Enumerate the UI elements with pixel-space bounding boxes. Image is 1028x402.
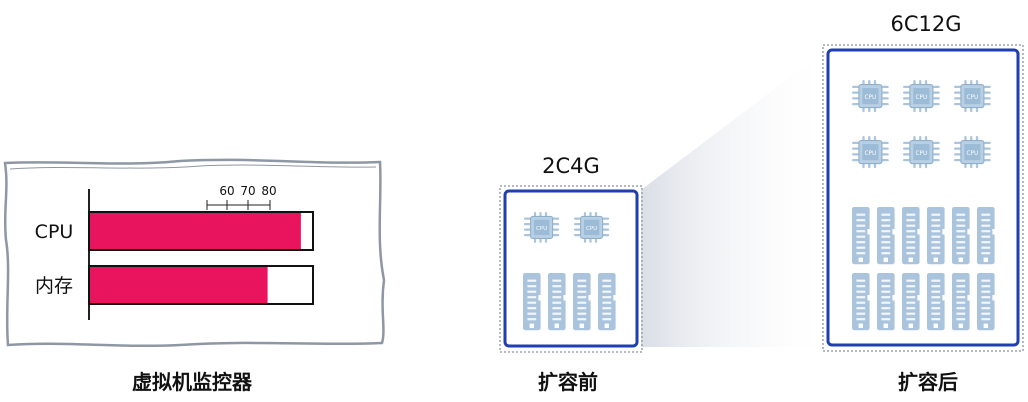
cpu-chip-icon: CPU bbox=[953, 135, 992, 169]
memory-stick-icon bbox=[902, 207, 922, 265]
expansion-beam bbox=[641, 50, 826, 347]
memory-stick-icon bbox=[877, 273, 897, 331]
cpu-chip-text: CPU bbox=[536, 226, 547, 232]
cpu-chip-icon: CPU bbox=[523, 211, 560, 244]
monitor-caption: 虚拟机监控器 bbox=[132, 370, 253, 394]
memory-stick-icon bbox=[523, 273, 543, 331]
cpu-chip-text: CPU bbox=[865, 151, 877, 157]
monitor-panel: 60 70 80 CPU 内存 bbox=[3, 158, 386, 348]
monitor-frame bbox=[3, 158, 386, 348]
usage-bar-fill bbox=[90, 213, 301, 249]
memory-stick-icon bbox=[902, 273, 922, 331]
memory-stick-icon bbox=[927, 207, 947, 265]
memory-stick-icon bbox=[977, 273, 997, 331]
memory-stick-icon bbox=[573, 273, 593, 331]
cpu-chip-icon: CPU bbox=[953, 79, 992, 113]
cpu-chip-text: CPU bbox=[916, 151, 928, 157]
memory-stick-icon bbox=[952, 207, 972, 265]
cpu-chip-icon: CPU bbox=[902, 79, 941, 113]
cpu-chip-text: CPU bbox=[586, 226, 597, 232]
memory-stick-icon bbox=[952, 273, 972, 331]
after-spec: 6C12G bbox=[890, 12, 961, 36]
cpu-chip-icon: CPU bbox=[851, 79, 890, 113]
usage-row-label: 内存 bbox=[35, 275, 73, 297]
memory-stick-icon bbox=[852, 273, 872, 331]
memory-stick-icon bbox=[852, 207, 872, 265]
before-spec: 2C4G bbox=[542, 154, 600, 178]
cpu-chip-icon: CPU bbox=[851, 135, 890, 169]
cpu-chip-icon: CPU bbox=[573, 211, 610, 244]
memory-stick-icon bbox=[598, 273, 618, 331]
scale-tick-label: 60 bbox=[219, 184, 234, 198]
cpu-chip-text: CPU bbox=[865, 95, 877, 101]
after-frame bbox=[826, 48, 1020, 347]
cpu-chip-text: CPU bbox=[916, 95, 928, 101]
cpu-chip-text: CPU bbox=[967, 95, 979, 101]
scale-tick-label: 70 bbox=[240, 184, 255, 198]
usage-bar-fill bbox=[90, 267, 268, 303]
after-caption: 扩容后 bbox=[898, 370, 958, 394]
scale-tick-label: 80 bbox=[261, 184, 276, 198]
usage-row-label: CPU bbox=[35, 221, 74, 243]
before-server: CPU CPU bbox=[499, 185, 643, 353]
memory-stick-icon bbox=[977, 207, 997, 265]
memory-stick-icon bbox=[877, 207, 897, 265]
after-server: CPU CPU CPU CPU CPU CPU bbox=[822, 44, 1024, 352]
cpu-chip-text: CPU bbox=[967, 151, 979, 157]
cpu-chip-icon: CPU bbox=[902, 135, 941, 169]
before-caption: 扩容前 bbox=[538, 370, 598, 394]
memory-stick-icon bbox=[927, 273, 947, 331]
memory-stick-icon bbox=[548, 273, 568, 331]
